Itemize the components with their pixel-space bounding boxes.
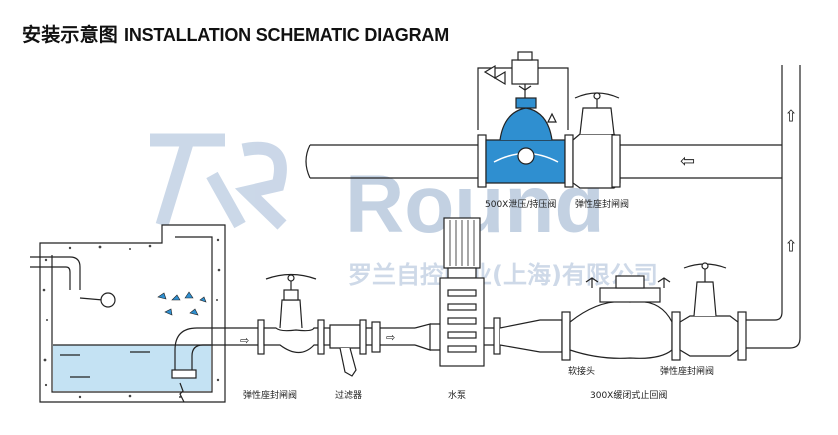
gate-valve-right xyxy=(679,262,747,361)
tank-inlet-pipe xyxy=(30,256,116,308)
splash-debris xyxy=(157,291,207,316)
flow-arrow-2: ⇨ xyxy=(386,331,395,344)
label-soft-joint: 软接头 xyxy=(568,365,595,377)
label-check-valve: 300X缓闭式止回阀 xyxy=(590,389,667,401)
label-gate-valve-right: 弹性座封闸阀 xyxy=(660,365,714,377)
flange-pre-pump xyxy=(371,321,381,353)
flow-arrow-riser-top: ⇨ xyxy=(781,109,800,122)
gate-valve-left xyxy=(257,273,325,355)
pilot-circuit xyxy=(477,51,569,130)
watermark-logo xyxy=(150,133,287,230)
relief-valve xyxy=(477,97,574,188)
soft-joint xyxy=(499,319,563,353)
strainer xyxy=(323,319,367,377)
reducer-left xyxy=(414,323,431,351)
label-relief-valve: 500X泄压/持压阀 xyxy=(485,198,556,210)
watermark-company: 罗兰自控阀业(上海)有限公司 xyxy=(348,261,658,289)
suction-pipe xyxy=(171,327,262,403)
water-pump xyxy=(430,217,485,367)
flow-arrow-1: ⇨ xyxy=(240,334,249,347)
check-valve xyxy=(569,275,681,361)
flow-arrow-riser-bottom: ⇨ xyxy=(781,239,800,252)
label-gate-valve-top: 弹性座封闸阀 xyxy=(575,198,629,210)
label-pump: 水泵 xyxy=(448,389,466,401)
label-gate-valve-left: 弹性座封闸阀 xyxy=(243,389,297,401)
water-tank xyxy=(39,224,226,403)
title-cn: 安装示意图 xyxy=(22,24,119,46)
top-main-pipe xyxy=(305,144,782,179)
title-en: INSTALLATION SCHEMATIC DIAGRAM xyxy=(124,25,449,45)
label-strainer: 过滤器 xyxy=(335,389,362,401)
gate-valve-top xyxy=(572,92,621,189)
riser-pipe xyxy=(746,65,801,349)
flow-arrow-top: ⇦ xyxy=(680,151,695,172)
